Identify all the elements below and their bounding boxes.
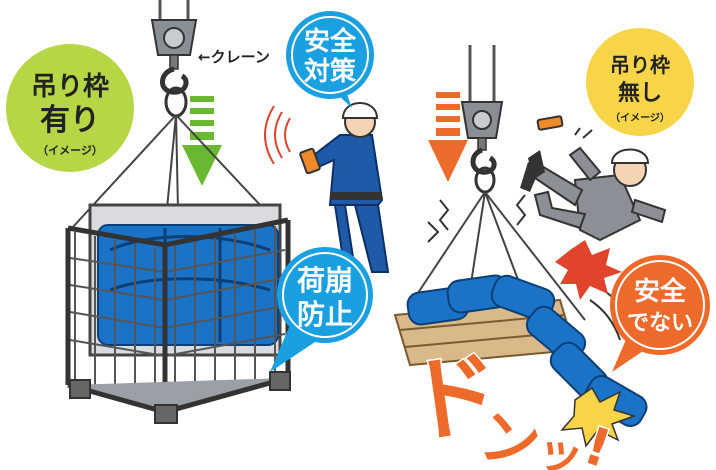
- impact-burst: [560, 386, 637, 448]
- falling-worker: [520, 115, 667, 300]
- right-badge-line2: 無し: [618, 80, 662, 106]
- swing-marks: [427, 194, 527, 243]
- worker-operator: [264, 102, 390, 274]
- safety-bubble-line1: 安全: [304, 26, 357, 57]
- right-crane-hook: [460, 45, 504, 194]
- unsafe-bubble: 安全 でない: [610, 255, 710, 372]
- left-badge-sub: （イメージ）: [37, 144, 103, 157]
- unsafe-bubble-line1: 安全: [634, 276, 687, 307]
- impact-char-1: ド: [401, 339, 507, 458]
- unsafe-bubble-line2: でない: [627, 311, 693, 336]
- crane-label: ←クレーン: [198, 48, 270, 66]
- orange-down-arrow: [428, 92, 468, 182]
- falling-load: [393, 274, 648, 427]
- right-badge: 吊り枠 無し （イメージ）: [586, 28, 694, 136]
- left-crane-hook: [150, 0, 198, 118]
- left-badge: 吊り枠 有り （イメージ）: [6, 44, 134, 172]
- collapse-prevention-bubble: 荷崩 防止: [270, 247, 373, 372]
- metal-cage-frame: [65, 203, 291, 424]
- right-badge-sub: （イメージ）: [610, 111, 670, 124]
- right-badge-line1: 吊り枠: [610, 53, 670, 77]
- collapse-bubble-line1: 荷崩: [297, 264, 353, 297]
- right-slings: [409, 191, 586, 321]
- left-badge-line1: 吊り枠: [31, 72, 109, 102]
- green-down-arrow: [182, 96, 222, 186]
- safety-bubble-line2: 対策: [304, 56, 356, 87]
- left-badge-line2: 有り: [40, 103, 100, 138]
- safety-bubble: 安全 対策: [286, 11, 374, 108]
- collapse-bubble-line2: 防止: [297, 298, 353, 331]
- impact-char-2: ン: [474, 401, 545, 470]
